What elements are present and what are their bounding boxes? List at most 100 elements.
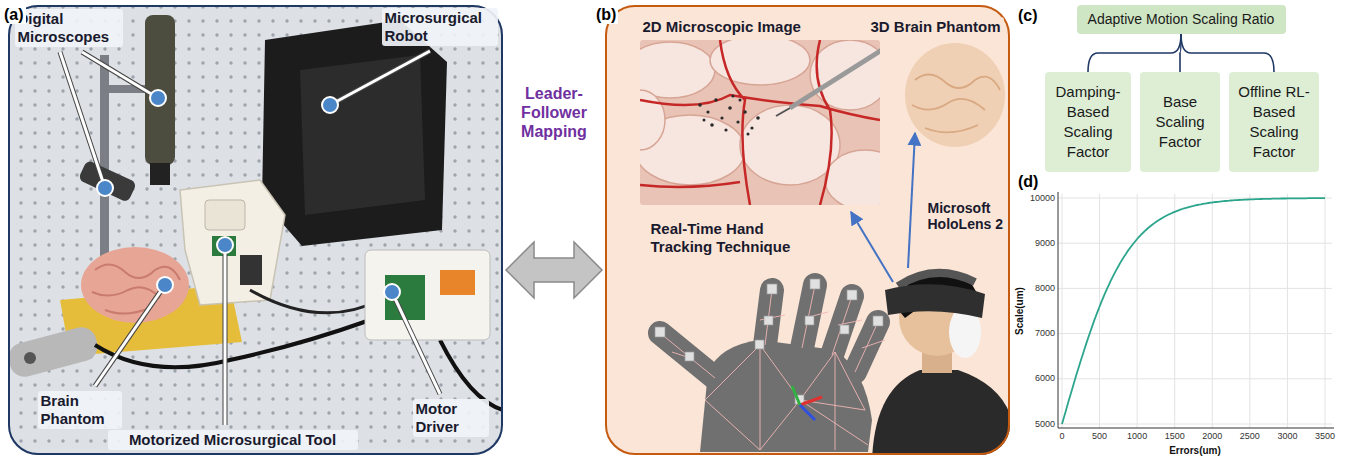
leader-line xyxy=(82,52,158,98)
lab-photo xyxy=(180,180,285,305)
tick-label: 3500 xyxy=(1315,431,1335,442)
microscope-image xyxy=(640,40,880,205)
leader-line xyxy=(60,52,105,188)
hand-mesh xyxy=(655,327,665,337)
grid-line xyxy=(1324,194,1325,428)
microscope-image xyxy=(728,106,732,110)
leader-line xyxy=(224,245,227,425)
microscope-image xyxy=(776,108,790,116)
callout-dot xyxy=(97,180,113,196)
grid-line xyxy=(1058,243,1332,244)
axis-line xyxy=(1058,192,1059,428)
microscope-image xyxy=(714,98,718,102)
interface-panel: 2D Microscopic Image3D Brain PhantomMicr… xyxy=(605,5,1010,455)
microscope-image xyxy=(825,150,880,205)
tick-label: 5000 xyxy=(1035,419,1055,430)
interface-illustration xyxy=(605,5,1010,455)
lab-photo xyxy=(212,236,236,256)
double-arrow xyxy=(506,242,602,298)
photo-label: Brain Phantom xyxy=(38,391,122,429)
microscope-image xyxy=(698,95,760,136)
hand-mesh xyxy=(800,397,822,405)
grid-line xyxy=(1212,194,1213,428)
grid-line xyxy=(1174,194,1175,428)
callout-dot xyxy=(384,284,400,300)
lab-photo xyxy=(81,247,189,323)
microscope-image xyxy=(732,95,735,98)
panel-letter: (a) xyxy=(2,5,26,24)
hand-mesh xyxy=(873,316,883,326)
tick-label: 0 xyxy=(1059,431,1064,442)
tick-label: 1500 xyxy=(1165,431,1185,442)
tick-label: 7000 xyxy=(1035,328,1055,339)
lab-photo xyxy=(240,255,262,285)
lab-photo xyxy=(300,55,425,215)
person-with-headset xyxy=(898,273,975,286)
grid-line xyxy=(1058,333,1332,334)
axis-title: Errors(um) xyxy=(1169,445,1221,457)
callout-dot xyxy=(322,97,338,113)
tick-label: 2000 xyxy=(1202,431,1222,442)
hand-mesh xyxy=(805,316,814,325)
photo-label: Digital Microscopes xyxy=(15,9,123,47)
hand-mesh xyxy=(755,340,764,349)
hand-mesh xyxy=(655,279,883,404)
illustration xyxy=(8,5,503,455)
lab-photo xyxy=(365,250,490,340)
lab-photo xyxy=(8,5,503,455)
microscope-image xyxy=(640,90,665,150)
hand-mesh xyxy=(792,386,800,405)
tick-label: 2500 xyxy=(1240,431,1260,442)
microscope-image xyxy=(790,48,880,108)
leader-line xyxy=(223,245,228,425)
hand-mesh xyxy=(800,405,815,420)
photo-panel: Digital Microscopes Microsurgical RobotBr… xyxy=(8,5,503,455)
tick-label: 3000 xyxy=(1277,431,1297,442)
leader-line xyxy=(60,52,105,188)
leader-line xyxy=(330,51,430,105)
lab-photo xyxy=(440,270,475,295)
photo-label: Microsoft HoloLens 2 xyxy=(925,199,1007,235)
box-text: Offline RL-Based Scaling Factor xyxy=(1234,82,1314,163)
hand-mesh xyxy=(660,285,878,378)
microscope-image xyxy=(640,40,880,205)
lab-photo xyxy=(150,163,170,185)
brain-phantom-3d xyxy=(905,43,1005,147)
hand-mesh xyxy=(847,290,857,300)
microscope-image xyxy=(720,116,723,119)
lab-photo xyxy=(385,275,425,320)
hand-mesh xyxy=(700,340,872,452)
box-text: Damping-Based Scaling Factor xyxy=(1050,82,1126,163)
lab-photo xyxy=(92,264,180,313)
microscope-image xyxy=(698,103,702,107)
leader-line xyxy=(95,285,165,386)
callout-dot xyxy=(217,237,233,253)
grid-line xyxy=(1058,424,1332,425)
hand-mesh xyxy=(672,312,885,358)
photo-label: Motorized Microsurgical Tool xyxy=(108,430,358,450)
microscope-image xyxy=(640,42,715,98)
lab-photo xyxy=(205,200,245,230)
grid-line xyxy=(1137,194,1138,428)
lab-photo xyxy=(8,324,101,380)
microscope-image xyxy=(710,123,714,127)
grid-line xyxy=(1062,194,1063,428)
microscope-image xyxy=(736,120,739,123)
edge-label: Leader-Follower Mapping xyxy=(507,84,601,142)
tick-label: 8000 xyxy=(1035,283,1055,294)
tick-label: 10000 xyxy=(1030,193,1055,204)
person-with-headset xyxy=(872,370,1010,455)
axis-title: Scale(um) xyxy=(1014,287,1026,335)
hand-mesh xyxy=(705,345,868,450)
microscope-image xyxy=(703,119,706,122)
microscope-image xyxy=(750,126,753,129)
person-with-headset xyxy=(885,284,985,318)
factor-box: Base Scaling Factor xyxy=(1140,72,1220,172)
interface-illustration xyxy=(851,212,893,282)
tick-label: 500 xyxy=(1092,431,1107,442)
grid-line xyxy=(1099,194,1100,428)
photo-label: Real-Time Hand Tracking Technique xyxy=(648,219,816,257)
photo-label: Microsurgical Robot xyxy=(382,8,498,46)
panel-letter: (b) xyxy=(594,5,618,24)
factor-box: Damping-Based Scaling Factor xyxy=(1045,72,1131,172)
